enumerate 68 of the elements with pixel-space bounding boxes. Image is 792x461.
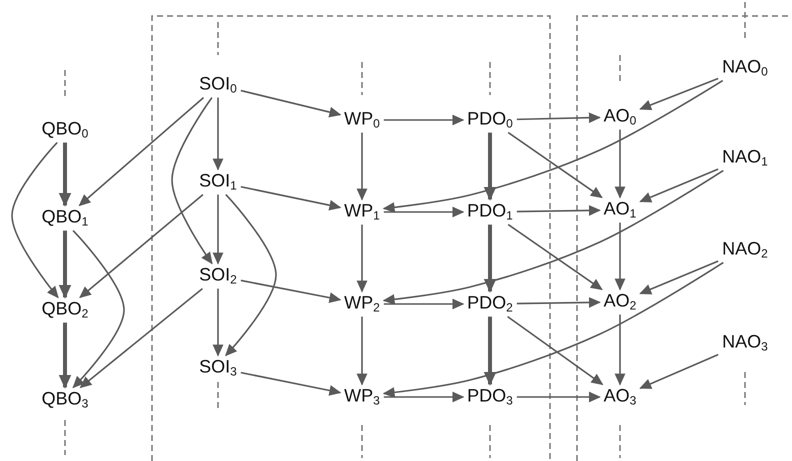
arrow xyxy=(516,205,601,216)
variable-label: WP$_{2}$ xyxy=(342,292,382,316)
variable-label: QBO$_{0}$ xyxy=(40,118,90,142)
variable-label: WP$_{0}$ xyxy=(342,108,382,132)
arrow xyxy=(639,354,718,389)
variable-label: NAO$_{1}$ xyxy=(720,146,770,170)
arrow xyxy=(78,97,204,206)
arrow xyxy=(384,298,464,310)
arrow xyxy=(516,112,601,124)
arrow xyxy=(72,230,125,388)
arrow xyxy=(356,316,368,386)
arrow xyxy=(356,224,368,293)
arrow xyxy=(516,297,601,308)
variable-label: QBO$_{2}$ xyxy=(40,298,90,322)
arrow xyxy=(58,142,72,207)
arrow xyxy=(79,194,204,298)
arrow xyxy=(212,194,224,265)
arrow xyxy=(484,316,496,386)
variable-label: AO$_{2}$ xyxy=(602,290,638,314)
arrow xyxy=(639,260,718,294)
arrow xyxy=(614,222,626,291)
variable-label: SOI$_{0}$ xyxy=(197,73,239,97)
variable-label: QBO$_{3}$ xyxy=(40,388,90,412)
arrow xyxy=(171,97,213,264)
arrow xyxy=(382,170,724,305)
arrow xyxy=(508,224,603,290)
arrow xyxy=(614,130,626,199)
arrow xyxy=(639,78,718,110)
variable-label: AO$_{3}$ xyxy=(602,385,638,409)
arrow xyxy=(212,98,224,171)
variable-label: PDO$_{3}$ xyxy=(465,385,515,409)
variable-label: NAO$_{3}$ xyxy=(720,331,770,355)
variable-label: SOI$_{3}$ xyxy=(197,356,239,380)
arrow xyxy=(240,280,342,303)
arrow xyxy=(240,186,342,211)
arrow xyxy=(516,392,601,402)
variable-label: NAO$_{0}$ xyxy=(720,56,770,80)
variable-label: NAO$_{2}$ xyxy=(720,238,770,262)
variable-label: SOI$_{2}$ xyxy=(197,264,239,288)
arrow xyxy=(384,206,464,218)
variable-label: PDO$_{1}$ xyxy=(465,200,515,224)
variable-label: WP$_{3}$ xyxy=(342,385,382,409)
arrow xyxy=(382,80,724,213)
arrow xyxy=(58,230,72,299)
arrow xyxy=(212,288,224,357)
arrow xyxy=(240,90,342,118)
variable-label: SOI$_{1}$ xyxy=(197,170,239,194)
variable-label: AO$_{1}$ xyxy=(602,198,638,222)
arrow xyxy=(639,168,718,202)
arrow xyxy=(225,194,277,356)
arrow xyxy=(507,316,604,386)
arrow xyxy=(484,132,496,201)
variable-label: QBO$_{1}$ xyxy=(40,206,90,230)
arrow xyxy=(384,114,464,126)
variable-label: PDO$_{0}$ xyxy=(465,108,515,132)
arrow xyxy=(240,372,342,396)
arrow xyxy=(11,142,59,298)
arrow xyxy=(80,288,203,388)
variable-label: PDO$_{2}$ xyxy=(465,292,515,316)
arrow xyxy=(384,392,464,402)
arrow xyxy=(484,224,496,293)
arrow xyxy=(356,132,368,201)
variable-label: AO$_{0}$ xyxy=(602,105,638,129)
arrow xyxy=(508,132,603,198)
arrow xyxy=(58,322,72,389)
arrow xyxy=(614,314,626,386)
variable-label: WP$_{1}$ xyxy=(342,200,382,224)
arrow xyxy=(382,262,724,398)
